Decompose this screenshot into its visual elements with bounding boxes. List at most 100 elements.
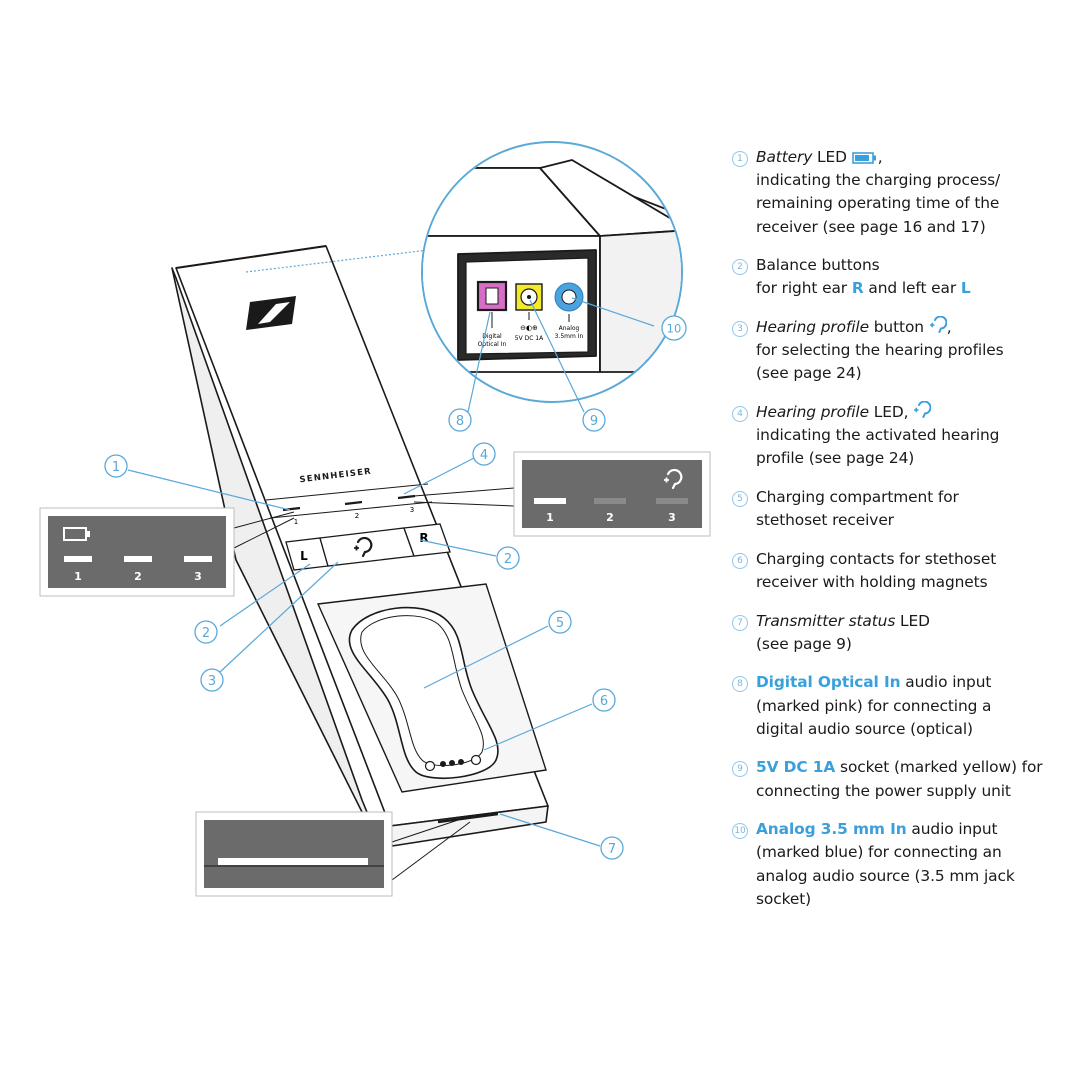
hearing-inset-number-3: 3 bbox=[668, 511, 676, 524]
legend-text: (see page 24) bbox=[756, 364, 862, 383]
hearing-profile-led-inset: 1 2 3 bbox=[413, 451, 711, 537]
callout-3: 3 bbox=[200, 668, 224, 692]
battery-led-inset: 1 2 3 bbox=[39, 507, 295, 597]
legend-text: Charging contacts for stethoset bbox=[756, 549, 997, 568]
legend-number: 4 bbox=[732, 406, 748, 422]
balance-left-label: L bbox=[300, 549, 308, 563]
legend-text: LED bbox=[812, 148, 852, 166]
power-port-label: 5V DC 1A bbox=[515, 335, 544, 342]
svg-text:6: 6 bbox=[600, 694, 608, 709]
legend-text: LED, bbox=[868, 403, 914, 421]
legend-text: indicating the activated hearing bbox=[756, 426, 1000, 445]
svg-text:5: 5 bbox=[556, 616, 564, 631]
balance-right-button[interactable] bbox=[403, 523, 451, 557]
legend-item-6: 6 Charging contacts for stethoset receiver… bbox=[732, 548, 1072, 594]
callout-4: 4 bbox=[472, 442, 496, 466]
legend-text: stethoset receiver bbox=[756, 511, 894, 530]
legend-text: profile (see page 24) bbox=[756, 449, 915, 468]
svg-text:7: 7 bbox=[608, 842, 616, 857]
legend-text: and left ear bbox=[863, 279, 961, 298]
legend-text: for right ear bbox=[756, 279, 852, 298]
svg-text:9: 9 bbox=[590, 414, 598, 429]
legend-text: Balance buttons bbox=[756, 256, 880, 275]
legend-number: 2 bbox=[732, 259, 748, 276]
legend-text: audio input bbox=[900, 673, 992, 692]
receiver-cradle bbox=[348, 606, 499, 779]
charging-compartment bbox=[316, 583, 547, 793]
callout-6: 6 bbox=[592, 688, 616, 712]
power-port-symbol: ⊖◐⊕ bbox=[520, 324, 538, 332]
legend-text: Hearing profile bbox=[756, 403, 869, 421]
legend-text: L bbox=[960, 279, 971, 298]
led-strip bbox=[265, 483, 433, 519]
legend-text: (see page 9) bbox=[756, 634, 852, 653]
legend-text: receiver (see page 16 and 17) bbox=[756, 217, 986, 236]
battery-icon bbox=[851, 148, 878, 166]
callout-leaders bbox=[127, 297, 655, 847]
legend-text: , bbox=[946, 318, 952, 336]
hearing-profile-icon bbox=[929, 316, 947, 336]
led-number-1: 1 bbox=[294, 518, 298, 526]
hearing-profile-icon bbox=[354, 536, 373, 558]
battery-inset-number-2: 2 bbox=[134, 570, 142, 583]
svg-text:8: 8 bbox=[456, 414, 464, 429]
button-row bbox=[285, 523, 451, 571]
callout-2-left: 2 bbox=[194, 620, 218, 644]
legend-item-5: 5 Charging compartment for stethoset recei… bbox=[732, 486, 1072, 532]
legend-text: Transmitter status bbox=[756, 611, 896, 630]
legend-text: Charging compartment for bbox=[756, 488, 959, 506]
legend-text: , bbox=[877, 148, 883, 166]
legend-number: 7 bbox=[732, 614, 748, 631]
led-number-2: 2 bbox=[355, 512, 359, 520]
battery-inset-number-3: 3 bbox=[194, 570, 202, 583]
legend-text: receiver with holding magnets bbox=[756, 573, 988, 591]
legend-text: remaining operating time of the bbox=[756, 194, 1000, 213]
legend-number: 5 bbox=[732, 491, 748, 507]
hearing-profile-icon bbox=[913, 401, 932, 421]
hearing-profile-icon bbox=[664, 468, 683, 490]
legend-text: (marked pink) for connecting a bbox=[756, 696, 992, 715]
svg-text:1: 1 bbox=[112, 460, 120, 475]
callout-2-right: 2 bbox=[496, 546, 520, 570]
legend-text: (marked blue) for connecting an bbox=[756, 843, 1002, 862]
legend-number: 10 bbox=[732, 823, 748, 840]
svg-text:2: 2 bbox=[504, 552, 512, 567]
legend-text: Hearing profile bbox=[756, 318, 869, 336]
svg-text:10: 10 bbox=[667, 322, 682, 336]
legend-text: socket (marked yellow) for bbox=[835, 758, 1043, 777]
zoom-connector-line bbox=[245, 249, 429, 273]
legend-text: Battery bbox=[756, 148, 813, 166]
charging-contacts bbox=[424, 754, 482, 772]
battery-inset-number-1: 1 bbox=[74, 570, 82, 583]
legend-number: 6 bbox=[732, 552, 748, 569]
legend-number: 3 bbox=[732, 321, 748, 337]
legend-text: button bbox=[868, 318, 929, 336]
callout-1: 1 bbox=[104, 454, 128, 478]
legend-number: 9 bbox=[732, 761, 748, 778]
hearing-inset-number-1: 1 bbox=[546, 511, 554, 524]
legend-item-2: 2 Balance buttons for right ear R and left… bbox=[732, 254, 1072, 300]
battery-icon bbox=[63, 527, 90, 541]
callout-10: 10 bbox=[661, 315, 687, 341]
device-diagram: SENNHEISER 1 2 3 L R bbox=[39, 141, 711, 897]
legend-text: socket) bbox=[756, 889, 812, 908]
callout-9: 9 bbox=[582, 408, 606, 432]
legend-text: connecting the power supply unit bbox=[756, 781, 1011, 800]
legend-item-7: 7 Transmitter status LED (see page 9) bbox=[732, 610, 1072, 656]
legend-number: 1 bbox=[732, 151, 748, 167]
legend-text: audio input bbox=[906, 820, 998, 839]
legend-text: R bbox=[851, 279, 864, 298]
svg-text:4: 4 bbox=[480, 448, 488, 463]
legend-item-1: 1 Battery LED , indicating the charging pr… bbox=[732, 146, 1072, 239]
svg-text:2: 2 bbox=[202, 626, 210, 641]
hearing-inset-number-2: 2 bbox=[606, 511, 614, 524]
transmitter-status-inset bbox=[195, 811, 471, 897]
legend-text: Digital Optical In bbox=[756, 673, 901, 692]
legend-text: analog audio source (3.5 mm jack bbox=[756, 866, 1015, 885]
legend-text: indicating the charging process/ bbox=[756, 171, 1001, 190]
legend-text: LED bbox=[895, 611, 930, 630]
